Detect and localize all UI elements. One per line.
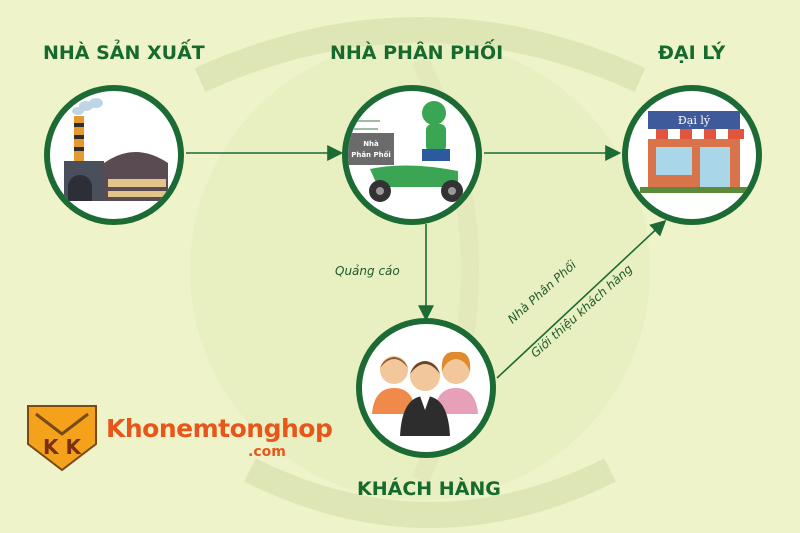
manufacturer-title: NHÀ SẢN XUẤT: [43, 42, 205, 64]
arrow-customers-to-agent: [496, 219, 667, 379]
storefront-icon: Đại lý: [640, 111, 748, 193]
brand-logo: K K Khonemtonghop .com: [26, 404, 333, 472]
distributor-title: NHÀ PHÂN PHỐI: [330, 42, 504, 64]
scooter-box-line1: Nhà: [363, 140, 379, 148]
advertising-label: Quảng cáo: [335, 264, 400, 278]
logo-letters: K K: [43, 435, 82, 459]
logo-name: Khonemtonghop: [106, 414, 333, 443]
scooter-box-line2: Phân Phối: [351, 150, 391, 159]
manufacturer-node: [44, 85, 184, 225]
agent-sign-text: Đại lý: [678, 114, 711, 127]
delivery-scooter-icon: Nhà Phân Phối: [348, 101, 463, 202]
agent-node: Đại lý: [622, 85, 762, 225]
logo-domain: .com: [248, 444, 286, 460]
agent-title: ĐẠI LÝ: [658, 42, 726, 64]
distributor-node: Nhà Phân Phối: [342, 85, 482, 225]
people-group-icon: [372, 351, 478, 436]
factory-icon: [64, 98, 168, 201]
logo-emblem-icon: K K: [27, 405, 97, 472]
customers-title: KHÁCH HÀNG: [357, 478, 501, 500]
customers-node: [356, 318, 496, 458]
